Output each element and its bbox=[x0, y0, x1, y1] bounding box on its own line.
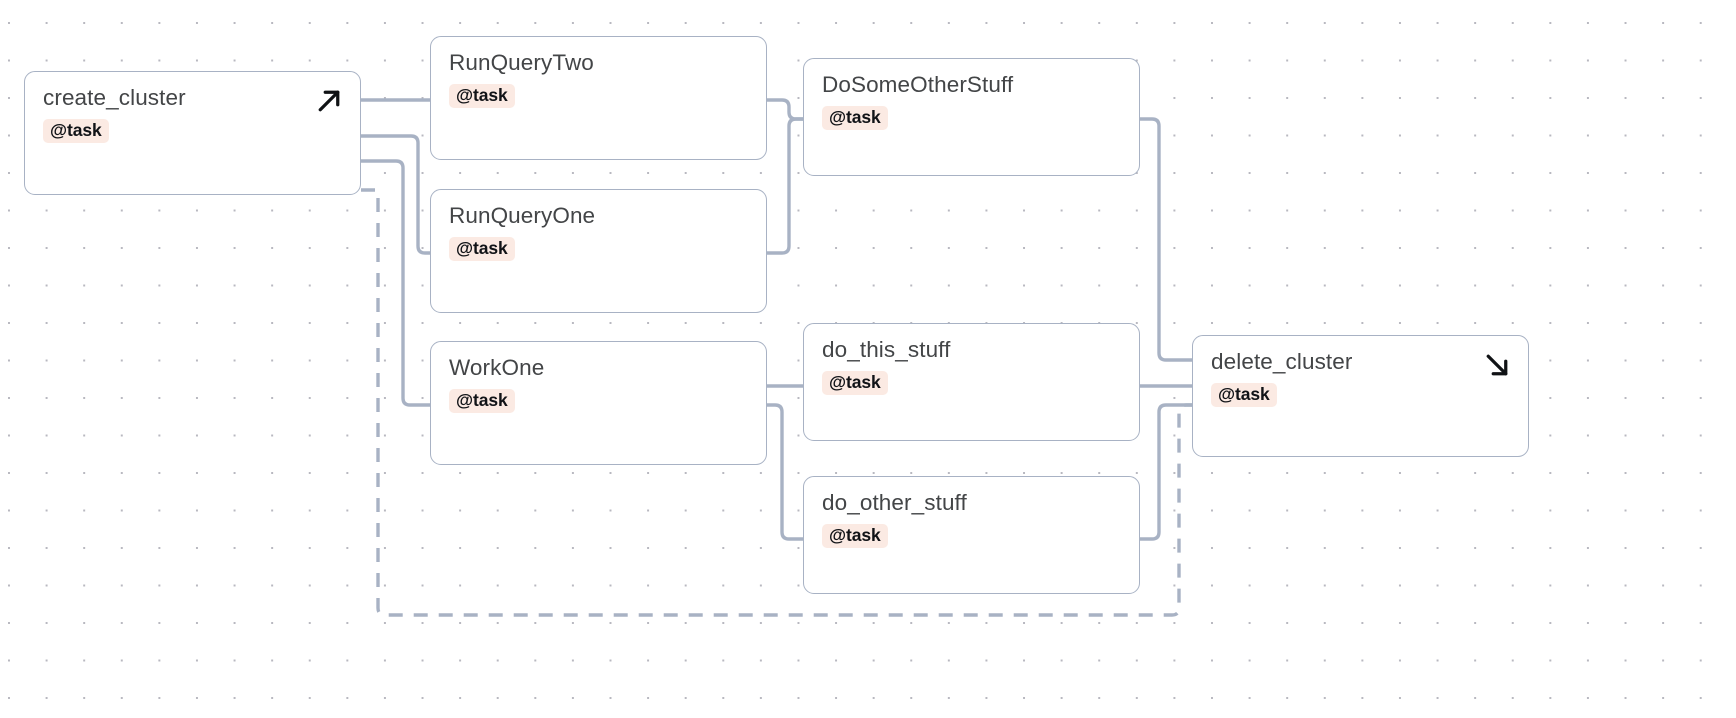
node-badge: @task bbox=[449, 388, 515, 414]
node-do_other_stuff[interactable]: do_other_stuff @task bbox=[803, 476, 1140, 594]
node-WorkOne[interactable]: WorkOne @task bbox=[430, 341, 767, 465]
node-create_cluster[interactable]: create_cluster @task bbox=[24, 71, 361, 195]
arrow-up-right-icon bbox=[314, 86, 344, 116]
arrow-down-right-icon bbox=[1482, 350, 1512, 380]
node-delete_cluster[interactable]: delete_cluster @task bbox=[1192, 335, 1529, 457]
node-badge: @task bbox=[43, 118, 109, 144]
node-badge: @task bbox=[822, 370, 888, 396]
node-title: DoSomeOtherStuff bbox=[822, 72, 1014, 97]
node-badge: @task bbox=[822, 105, 888, 131]
edge-RunQueryTwo-DoSomeOtherStuff bbox=[767, 98, 803, 121]
node-badge: @task bbox=[822, 523, 888, 549]
node-badge: @task bbox=[1211, 382, 1277, 408]
node-RunQueryOne[interactable]: RunQueryOne @task bbox=[430, 189, 767, 313]
node-title: do_this_stuff bbox=[822, 337, 951, 362]
node-title: RunQueryTwo bbox=[449, 50, 594, 75]
node-title: RunQueryOne bbox=[449, 203, 596, 228]
edge-DoSomeOtherStuff-delete_cluster bbox=[1140, 117, 1192, 362]
edge-WorkOne-do_other_stuff bbox=[767, 403, 803, 541]
node-RunQueryTwo[interactable]: RunQueryTwo @task bbox=[430, 36, 767, 160]
node-badge: @task bbox=[449, 83, 515, 109]
edge-do_other_stuff-delete_cluster bbox=[1140, 403, 1192, 541]
node-title: WorkOne bbox=[449, 355, 545, 380]
node-do_this_stuff[interactable]: do_this_stuff @task bbox=[803, 323, 1140, 441]
node-DoSomeOtherStuff[interactable]: DoSomeOtherStuff @task bbox=[803, 58, 1140, 176]
node-title: do_other_stuff bbox=[822, 490, 967, 515]
edge-RunQueryOne-DoSomeOtherStuff bbox=[767, 117, 803, 255]
node-badge: @task bbox=[449, 236, 515, 262]
edge-create_cluster-RunQueryOne bbox=[361, 134, 430, 255]
node-title: create_cluster bbox=[43, 85, 186, 110]
node-title: delete_cluster bbox=[1211, 349, 1353, 374]
edge-create_cluster-WorkOne bbox=[361, 159, 430, 407]
